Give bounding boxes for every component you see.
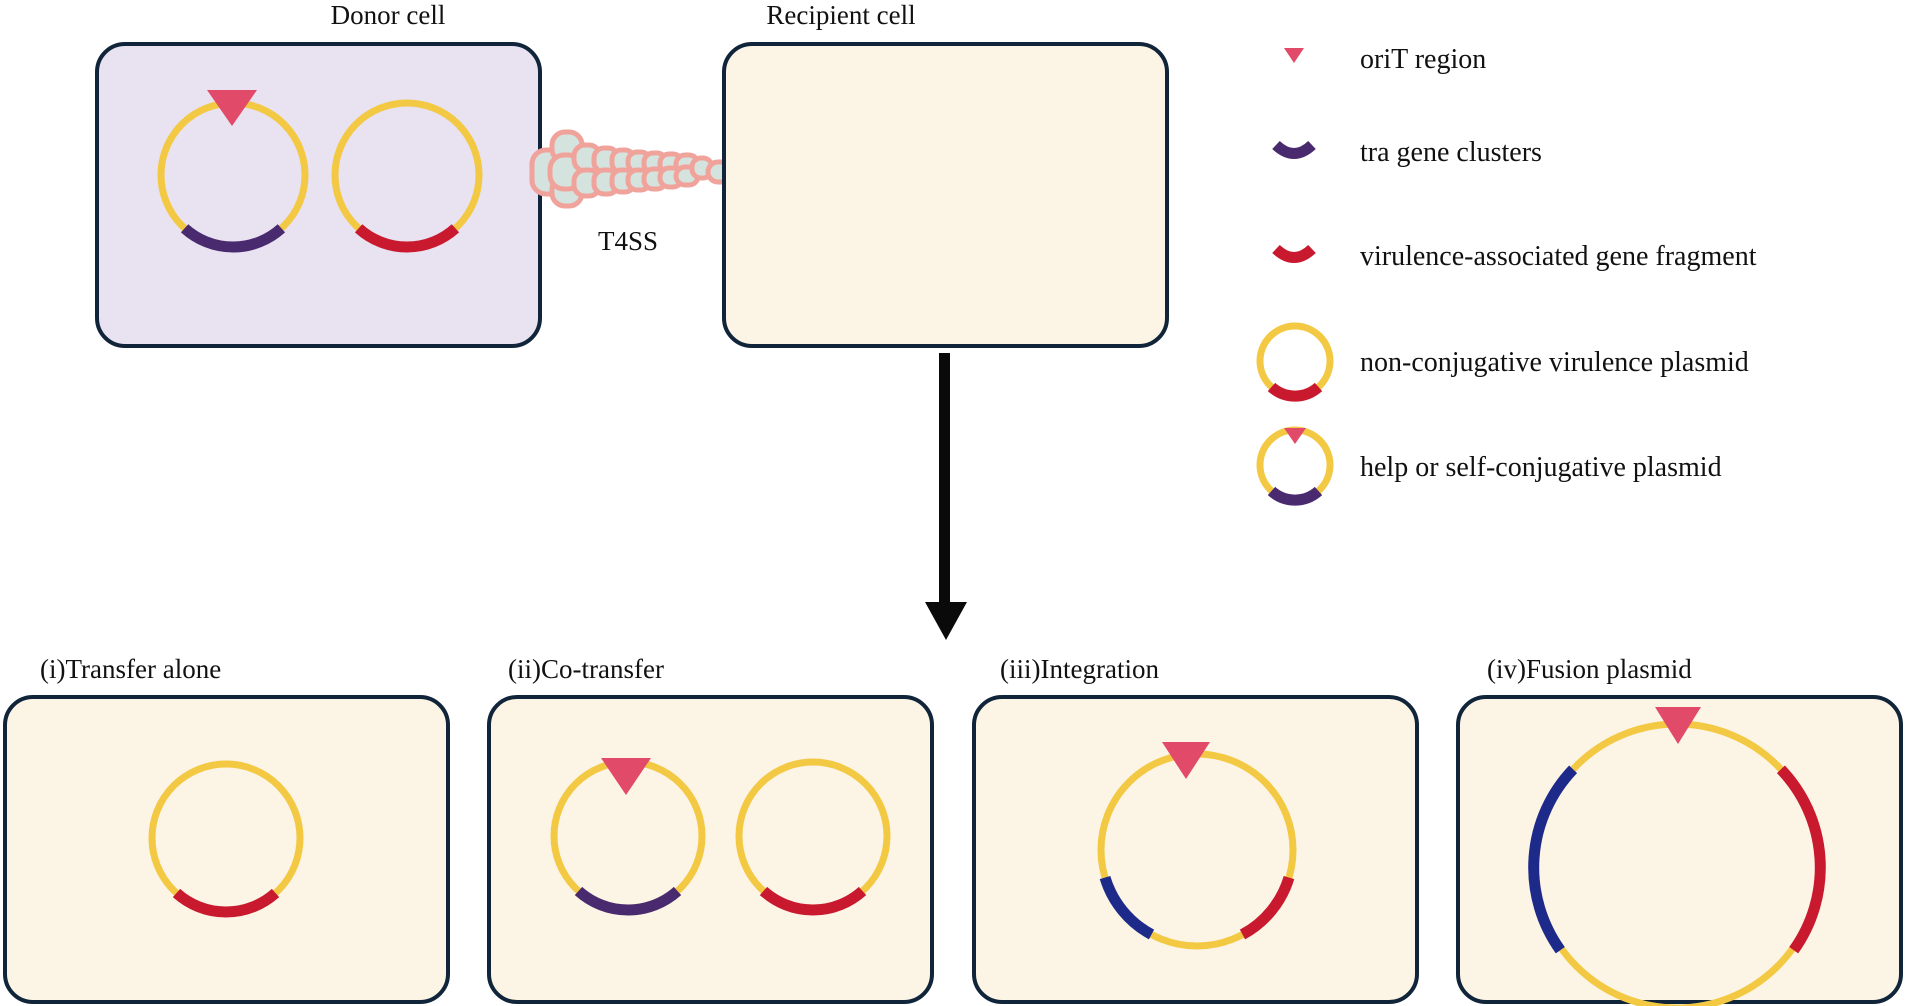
down-arrow [925,353,967,640]
tra-gene-cluster [180,224,286,253]
cotransferred-virulence-plasmid [735,758,891,916]
donor-virulence-plasmid [331,99,483,253]
recipient-cell [722,42,1169,348]
orit-marker [1284,428,1306,444]
tra-gene-cluster [574,886,682,916]
legend-label: oriT region [1360,44,1486,75]
tra-gene-cluster [1099,875,1155,940]
orit-marker [1162,742,1210,779]
outcome-panel-transfer-alone [3,695,450,1004]
virulence-gene-fragment [1776,765,1826,954]
tra-icon [1272,140,1316,159]
outcome-panel-integration [972,695,1419,1004]
donor-cell-label: Donor cell [331,0,446,30]
virulence-gene-fragment [1267,382,1323,402]
orit-icon [1284,48,1304,63]
legend-label: help or self-conjugative plasmid [1360,452,1722,483]
orit-marker [601,758,651,795]
virulence-icon [1272,244,1316,263]
orit-marker [207,90,257,126]
cotransferred-helper-plasmid [550,758,706,916]
virulence-gene-fragment [1239,875,1295,940]
legend-label: non-conjugative virulence plasmid [1360,347,1749,378]
outcome-label: (iii)Integration [1000,654,1159,684]
outcome-panel-co-transfer [487,695,934,1004]
legend-item-nonconj: non-conjugative virulence plasmid [1256,322,1749,402]
outcome-label: (iv)Fusion plasmid [1487,654,1692,684]
tra-gene-cluster [1267,486,1323,506]
transferred-virulence-plasmid [148,760,304,918]
t4ss-channel [529,129,735,209]
virulence-gene-fragment [172,888,280,918]
recipient-cell-label: Recipient cell [766,0,915,30]
legend-label: tra gene clusters [1360,137,1542,168]
fusion-plasmid [1528,707,1826,1006]
virulence-gene-fragment [759,886,867,916]
plasmid-ring [1256,322,1334,400]
orit-marker [1655,707,1701,744]
legend-label: virulence-associated gene fragment [1360,241,1757,272]
t4ss-label: T4SS [598,226,658,256]
legend-item-virulence: virulence-associated gene fragment [1272,241,1757,272]
legend-item-helper: help or self-conjugative plasmid [1256,426,1722,506]
legend: oriT region tra gene clusters virulence-… [1256,44,1757,506]
tra-gene-cluster [1528,765,1578,954]
outcome-label: (ii)Co-transfer [508,654,664,684]
virulence-gene-fragment [354,224,460,253]
legend-item-orit: oriT region [1284,44,1486,75]
outcome-label: (i)Transfer alone [40,654,221,684]
outcome-panel-fusion-plasmid [1456,695,1903,1004]
integrated-plasmid [1097,742,1297,950]
donor-helper-plasmid [157,90,309,253]
legend-item-tra: tra gene clusters [1272,137,1542,168]
